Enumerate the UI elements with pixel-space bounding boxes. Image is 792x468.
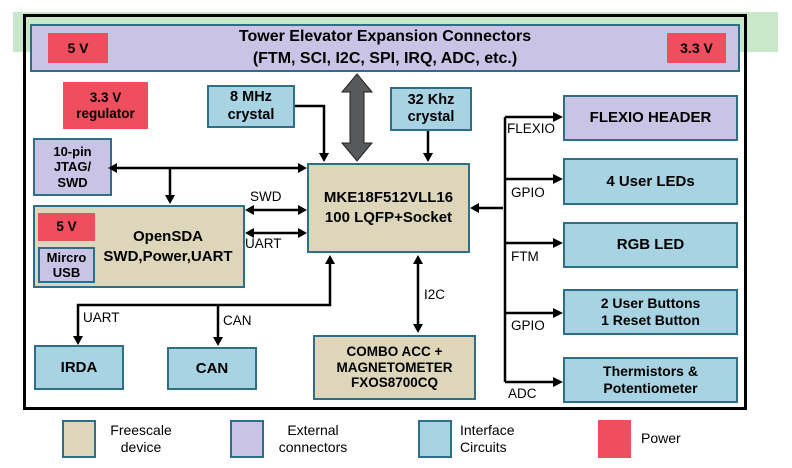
regulator-block: 3.3 V regulator [63, 82, 148, 129]
i2c-bus-label: I2C [424, 287, 446, 302]
opensda-power-badge: 5 V [38, 213, 95, 241]
banner-title-line1: Tower Elevator Expansion Connectors [238, 28, 532, 46]
opensda-block: 5 V Mircro USB OpenSDA SWD,Power,UART [33, 205, 245, 288]
legend-interface-swatch [418, 420, 452, 458]
flexio-bus-label: FLEXIO [507, 121, 556, 136]
legend-external-label: External connectors [278, 421, 348, 456]
banner-title-line2: (FTM, SCI, I2C, SPI, IRQ, ADC, etc.) [252, 50, 518, 67]
uart-bus-label: UART [245, 236, 282, 251]
crystal-8mhz-block: 8 MHz crystal [207, 85, 295, 128]
legend-external-swatch [230, 420, 264, 458]
legend-freescale-swatch [62, 420, 96, 458]
uart-irda-bus-label: UART [83, 310, 120, 325]
legend-freescale-label: Freescale device [110, 421, 172, 456]
diagram-outer-border [23, 14, 747, 410]
legend-power-label: Power [641, 430, 681, 447]
rgb-led-block: RGB LED [563, 222, 738, 268]
user-leds-block: 4 User LEDs [563, 158, 738, 205]
gpio-leds-bus-label: GPIO [511, 185, 545, 200]
crystal-32khz-block: 32 Khz crystal [390, 87, 472, 131]
legend-power-swatch [598, 420, 631, 458]
gpio-buttons-bus-label: GPIO [511, 318, 545, 333]
adc-bus-label: ADC [508, 386, 537, 401]
power-3v3-badge: 3.3 V [667, 33, 726, 63]
power-5v-badge: 5 V [48, 33, 108, 63]
irda-block: IRDA [34, 345, 124, 390]
micro-usb-block: Mircro USB [38, 247, 95, 283]
ftm-bus-label: FTM [511, 249, 539, 264]
flexio-header-block: FLEXIO HEADER [563, 95, 738, 141]
thermistors-block: Thermistors & Potentiometer [563, 357, 738, 403]
can-block: CAN [167, 347, 257, 390]
can-bus-label: CAN [223, 313, 252, 328]
mcu-block: MKE18F512VLL16 100 LQFP+Socket [307, 163, 470, 253]
legend-interface-label: Interface Circuits [460, 421, 515, 456]
jtag-swd-block: 10-pin JTAG/ SWD [33, 138, 112, 196]
tower-connector-banner: Tower Elevator Expansion Connectors (FTM… [30, 24, 740, 72]
user-buttons-block: 2 User Buttons 1 Reset Button [563, 289, 738, 335]
swd-bus-label: SWD [250, 189, 282, 204]
accelerometer-block: COMBO ACC + MAGNETOMETER FXOS8700CQ [313, 335, 476, 400]
opensda-label: OpenSDA SWD,Power,UART [103, 228, 233, 265]
